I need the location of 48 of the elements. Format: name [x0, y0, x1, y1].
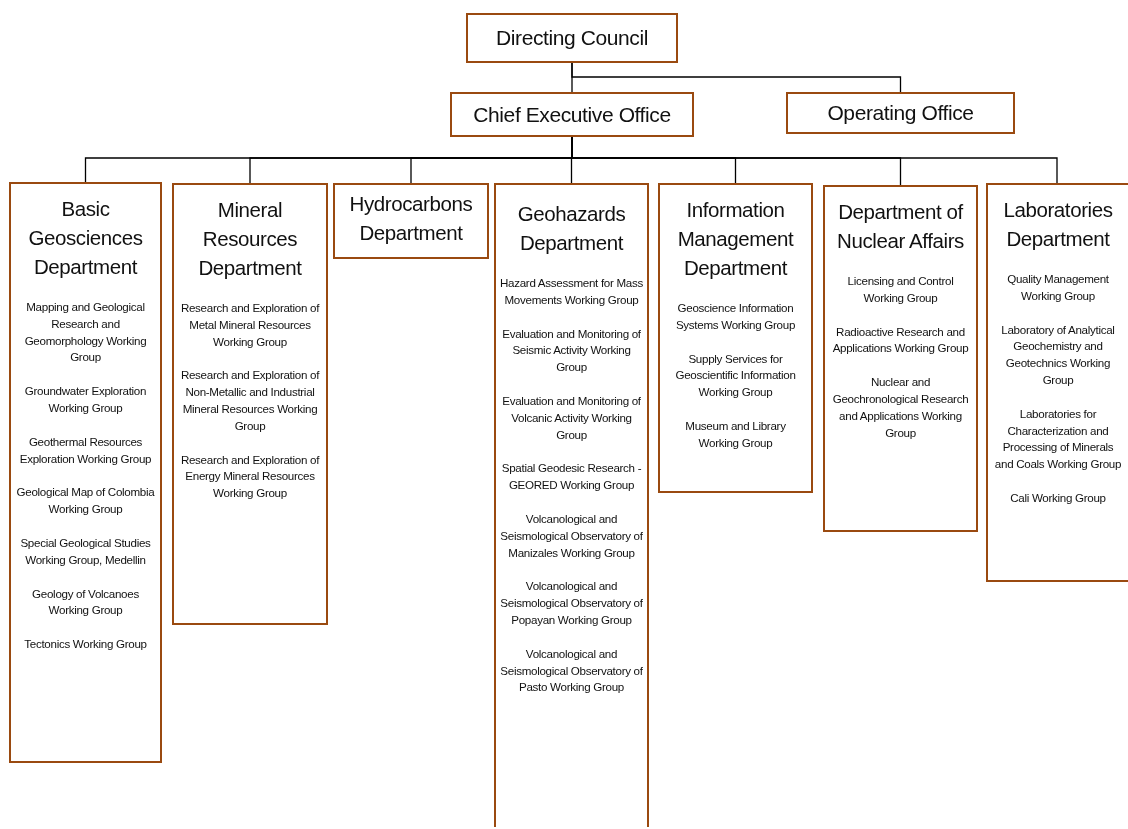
office-title: Directing Council — [496, 26, 648, 50]
connector-line — [571, 62, 902, 93]
office-box — [466, 13, 678, 63]
working-group-text: Supply Services for Geoscientific Information Working Group — [674, 350, 797, 401]
working-group-text: Geoscience Information Systems Working Group — [674, 300, 797, 333]
department-box — [494, 183, 649, 827]
working-group-text: Nuclear and Geochronological Research and Applications Working Group — [831, 374, 970, 441]
department-box — [9, 182, 162, 763]
working-group-text: Radioactive Research and Applications Working Group — [831, 323, 970, 357]
working-group-text: Research and Exploration of Energy Mineral Resources Working Group — [179, 451, 321, 502]
department-title: Department of Nuclear Affairs — [836, 199, 965, 254]
department-title: Basic Geosciences Department — [27, 196, 144, 280]
department-box — [986, 183, 1128, 582]
department-box — [333, 183, 489, 259]
working-group-text: Evaluation and Monitoring of Volcanic Activity Working Group — [501, 393, 642, 443]
working-group-text: Volcanological and Seismological Observatory of Manizales Working Group — [500, 510, 643, 561]
department-box — [172, 183, 328, 625]
working-group-text: Research and Exploration of Non-Metallic and Industrial Mineral Resources Working Group — [179, 367, 321, 434]
office-box — [450, 92, 694, 137]
department-title: Mineral Resources Department — [197, 197, 303, 281]
working-group-text: Spatial Geodesic Research - GEORED Working Group — [500, 460, 643, 494]
working-group-text: Laboratory of Analytical Geochemistry and Geotechnics Working Group — [1000, 321, 1116, 388]
working-group-text: Hazard Assessment for Mass Movements Working Group — [500, 275, 643, 308]
working-group-text: Laboratories for Characterization and Processing of Minerals and Coals Working Group — [993, 405, 1123, 473]
working-group-text: Geological Map of Colombia Working Group — [15, 484, 156, 518]
working-group-text: Geology of Volcanoes Working Group — [31, 585, 140, 619]
working-group-text: Special Geological Studies Working Group, Medellin — [19, 534, 152, 568]
working-group-text: Quality Management Working Group — [1006, 271, 1110, 304]
working-group-text: Museum and Library Working Group — [684, 418, 787, 451]
office-title: Chief Executive Office — [473, 102, 671, 127]
working-group-text: Tectonics Working Group — [24, 636, 147, 653]
department-title: Hydrocarbons Department — [348, 191, 474, 246]
working-group-text: Research and Exploration of Metal Mineral Resources Working Group — [179, 300, 321, 350]
working-group-text: Licensing and Control Working Group — [846, 273, 955, 306]
department-box — [658, 183, 813, 493]
working-group-text: Volcanological and Seismological Observatory of Pasto Working Group — [500, 645, 643, 696]
department-box — [823, 185, 978, 532]
office-box — [786, 92, 1015, 134]
department-title: Information Management Department — [676, 197, 795, 281]
office-title: Operating Office — [827, 101, 974, 125]
department-title: Laboratories Department — [1002, 197, 1114, 252]
working-group-text: Groundwater Exploration Working Group — [23, 383, 148, 416]
working-group-text: Evaluation and Monitoring of Seismic Activity Working Group — [501, 325, 642, 376]
working-group-text: Geothermal Resources Exploration Working Group — [18, 433, 153, 467]
working-group-text: Volcanological and Seismological Observatory of Popayan Working Group — [500, 578, 643, 628]
working-group-text: Cali Working Group — [1010, 489, 1106, 506]
department-title: Geohazards Department — [516, 201, 627, 256]
working-group-text: Mapping and Geological Research and Geomorphology Working Group — [23, 299, 148, 366]
